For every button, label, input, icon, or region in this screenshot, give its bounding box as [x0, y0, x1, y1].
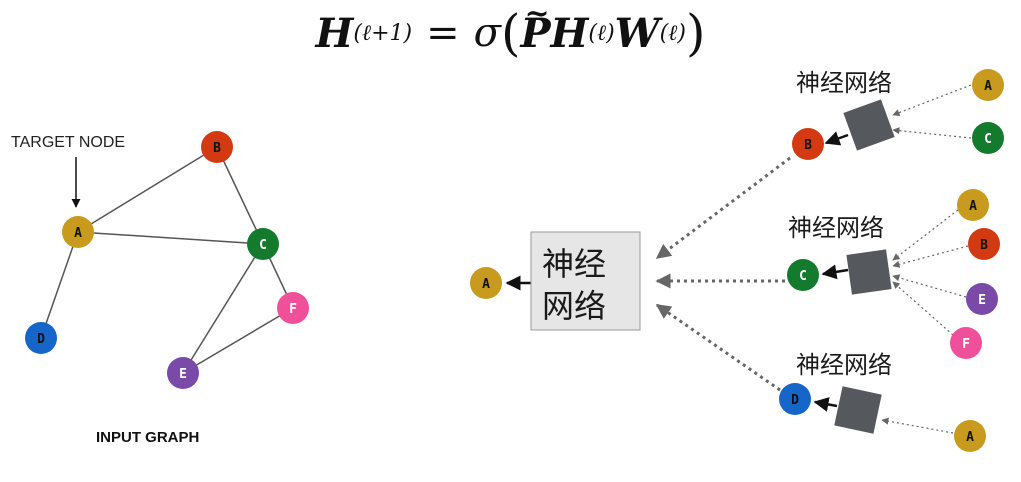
formula-lhs: H [315, 9, 354, 57]
graph-node-d-label: D [37, 332, 45, 347]
big-nn-box [530, 231, 641, 331]
comp-node-b-input-a-label: A [984, 79, 992, 94]
comp-node-d-circle [779, 383, 811, 415]
comp-node-c-input-f: F [950, 327, 982, 359]
comp-node-c-circle [787, 259, 819, 291]
c-input-e-arrow [892, 274, 967, 298]
nn-label-b: 神经网络 [796, 69, 892, 97]
comp-node-b-input-c-circle [972, 122, 1004, 154]
graph-node-e-label: E [179, 367, 187, 382]
nn-label-c: 神经网络 [788, 214, 884, 242]
computation-graph: A 神经 网络 神经网络 B A [470, 69, 1004, 452]
formula-open-paren: ( [500, 4, 521, 62]
edge-a-d [40, 231, 79, 339]
nn-box-c [846, 249, 892, 295]
comp-node-c-input-e-label: E [978, 293, 986, 308]
comp-node-d-input-a-circle [954, 420, 986, 452]
comp-target-node-a-circle [470, 267, 502, 299]
comp-node-c-input-b: B [968, 228, 1000, 260]
comp-node-d-input-a-label: A [966, 430, 974, 445]
edge-c-e [182, 243, 264, 374]
nn-label-d: 神经网络 [796, 351, 892, 379]
comp-node-c-input-f-label: F [962, 337, 970, 352]
comp-node-b: B [792, 128, 824, 160]
graph-node-d: D [25, 322, 57, 354]
comp-node-d-label: D [791, 393, 799, 408]
b-input-c-arrow [892, 127, 972, 139]
graph-node-c-circle [247, 228, 279, 260]
nn-c-to-node-c-arrow [821, 264, 849, 280]
input-graph-caption: INPUT GRAPH [96, 429, 199, 446]
comp-node-c-input-b-circle [968, 228, 1000, 260]
d-to-big-box-arrow [655, 303, 781, 392]
graph-node-e-circle [167, 357, 199, 389]
edge-a-c [77, 231, 264, 245]
comp-node-c-input-b-label: B [980, 238, 988, 253]
graph-node-e: E [167, 357, 199, 389]
comp-node-b-input-c: C [972, 122, 1004, 154]
comp-target-node-a-label: A [482, 277, 490, 292]
comp-node-d-input-a: A [954, 420, 986, 452]
graph-node-b-label: B [213, 141, 221, 156]
edge-a-b [77, 146, 218, 233]
comp-node-c-input-a-circle [957, 189, 989, 221]
c-input-b-arrow [892, 245, 969, 268]
graph-node-c-label: C [259, 238, 267, 253]
comp-node-c-input-a-label: A [969, 199, 977, 214]
formula-equals: = [426, 10, 460, 56]
nn-d-to-node-d-arrow [813, 397, 838, 412]
formula-w-sup: (ℓ) [659, 21, 686, 46]
big-nn-label-line1: 神经 [542, 245, 606, 283]
formula-h: H [550, 9, 589, 57]
nn-b-to-node-b-arrow [824, 131, 849, 146]
comp-node-c-input-a: A [957, 189, 989, 221]
b-to-big-box-arrow [655, 156, 791, 260]
graph-node-c: C [247, 228, 279, 260]
nn-box-b [843, 99, 895, 151]
comp-node-c-input-f-circle [950, 327, 982, 359]
graph-node-d-circle [25, 322, 57, 354]
formula-lhs-sup: (ℓ+1) [353, 21, 413, 46]
graph-node-f: F [277, 292, 309, 324]
comp-node-c: C [787, 259, 819, 291]
comp-node-b-input-a-circle [972, 69, 1004, 101]
comp-node-c-input-e: E [966, 283, 998, 315]
c-input-a-arrow [892, 209, 959, 261]
b-input-a-arrow [892, 84, 972, 117]
comp-node-d: D [779, 383, 811, 415]
comp-node-c-label: C [799, 269, 807, 284]
edge-b-c [216, 146, 264, 245]
target-node-label: TARGET NODE [11, 134, 125, 151]
c-input-f-arrow [892, 281, 954, 336]
graph-node-b-circle [201, 131, 233, 163]
graph-node-b: B [201, 131, 233, 163]
formula-h-sup: (ℓ) [588, 21, 615, 46]
nn-box-d [834, 386, 882, 434]
formula-w: W [614, 9, 660, 57]
graph-node-a-label: A [74, 226, 82, 241]
comp-node-c-input-e-circle [966, 283, 998, 315]
comp-target-node-a: A [470, 267, 502, 299]
graph-node-a-circle [62, 216, 94, 248]
comp-node-b-input-a: A [972, 69, 1004, 101]
comp-node-b-circle [792, 128, 824, 160]
formula-tilde: ~ [524, 0, 550, 31]
big-nn-label-line2: 网络 [542, 287, 606, 325]
graph-node-a: A [62, 216, 94, 248]
formula-p: P [520, 9, 551, 57]
graph-node-f-label: F [289, 302, 297, 317]
comp-node-b-input-c-label: C [984, 132, 992, 147]
graph-node-f-circle [277, 292, 309, 324]
formula-sigma: σ [473, 10, 501, 56]
formula-close-paren: ) [685, 4, 706, 62]
input-graph: TARGET NODE A B C D E [11, 131, 309, 446]
comp-node-b-label: B [804, 138, 812, 153]
edge-e-f [182, 307, 294, 374]
d-input-a-arrow [881, 417, 954, 434]
